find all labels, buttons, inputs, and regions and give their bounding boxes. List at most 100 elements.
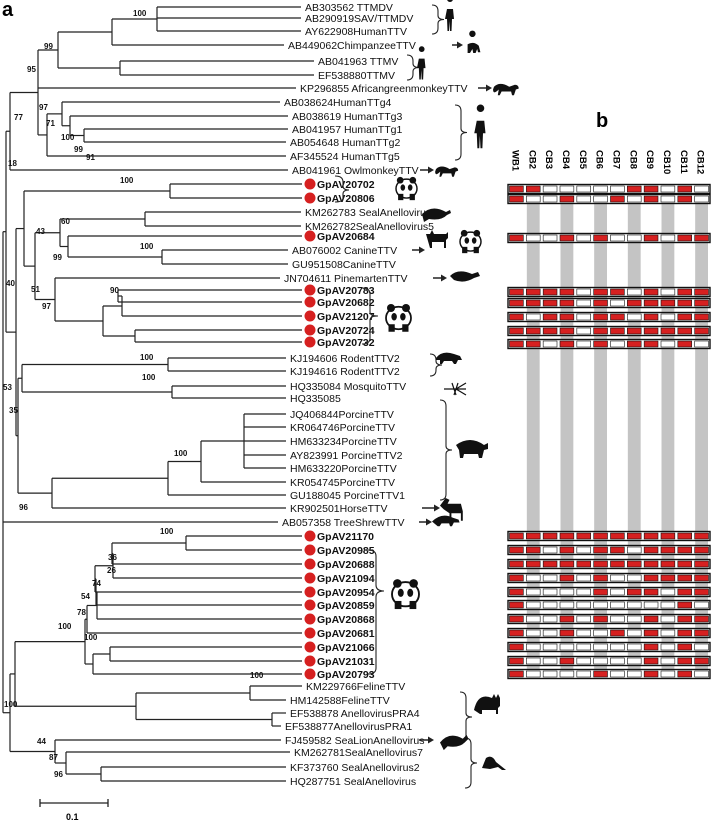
matrix-cell: [576, 588, 591, 596]
bootstrap-value: 100: [142, 373, 156, 382]
matrix-cell: [509, 288, 524, 296]
bootstrap-value: 36: [108, 553, 117, 562]
taxon-label: KJ194606 RodentTTV2: [290, 353, 400, 365]
matrix-cell: [509, 327, 524, 335]
matrix-cell: [643, 288, 659, 296]
matrix-cell: [559, 574, 575, 582]
matrix-cell: [660, 574, 676, 582]
matrix-cell: [593, 313, 608, 321]
matrix-cell: [526, 615, 541, 623]
matrix-cell: [677, 670, 692, 678]
bootstrap-value: 100: [61, 133, 75, 142]
matrix-cell: [576, 340, 591, 348]
matrix-cell: [627, 588, 642, 596]
matrix-row: [507, 311, 711, 323]
bootstrap-value: 91: [86, 153, 95, 162]
bootstrap-value: 100: [58, 622, 72, 631]
bootstrap-value: 96: [19, 503, 28, 512]
matrix-cell: [627, 643, 642, 651]
taxon-label: GpAV20868: [317, 614, 375, 626]
matrix-cell: [677, 574, 692, 582]
taxon-label: AY622908HumanTTV: [305, 26, 407, 38]
bootstrap-value: 35: [9, 406, 18, 415]
bootstrap-value: 54: [81, 592, 90, 601]
bootstrap-value: 78: [77, 608, 86, 617]
matrix-cell: [542, 574, 558, 582]
matrix-cell: [576, 643, 591, 651]
matrix-cell: [542, 615, 558, 623]
bootstrap-value: 100: [160, 527, 174, 536]
matrix-cell: [559, 615, 575, 623]
taxon-label: GU951508CanineTTV: [292, 259, 396, 271]
matrix-cell: [559, 340, 575, 348]
host-arrow-head: [457, 41, 463, 49]
matrix-cell: [694, 546, 709, 554]
matrix-cell: [576, 299, 591, 307]
gpav-dot: [304, 627, 316, 639]
taxon-label: AB054648 HumanTTg2: [290, 137, 400, 149]
matrix-cell: [677, 327, 692, 335]
matrix-cell: [643, 313, 659, 321]
matrix-cell: [509, 546, 524, 554]
primate-icon: [474, 104, 486, 149]
matrix-cell: [526, 657, 541, 665]
matrix-cell: [660, 195, 676, 203]
taxon-label: KR064746PorcineTTV: [290, 422, 395, 434]
matrix-cell: [559, 560, 575, 568]
matrix-row: [507, 599, 711, 611]
matrix-cell: [610, 546, 625, 554]
matrix-row: [507, 297, 711, 309]
bootstrap-value: 100: [174, 449, 188, 458]
matrix-cell: [526, 601, 541, 609]
matrix-cell: [576, 574, 591, 582]
taxon-label: KF373760 SealAnellovirus2: [290, 762, 420, 774]
host-arrow-head: [428, 736, 434, 744]
gpav-dot: [304, 655, 316, 667]
matrix-cell: [559, 234, 575, 242]
matrix-cell: [542, 657, 558, 665]
scale-bar: 0.1: [39, 799, 109, 821]
matrix-cell: [593, 340, 608, 348]
host-bracket: [439, 399, 453, 501]
bootstrap-value: 90: [110, 286, 119, 295]
matrix-cell: [643, 299, 659, 307]
bootstrap-value: 40: [6, 279, 15, 288]
taxon-label: GpAV21031: [317, 656, 375, 668]
matrix-column-header: CB8: [627, 150, 638, 169]
matrix-cell: [593, 643, 608, 651]
host-bracket: [429, 353, 443, 377]
matrix-cell: [627, 195, 642, 203]
matrix-cell: [694, 601, 709, 609]
matrix-cell: [542, 629, 558, 637]
matrix-cell: [526, 560, 541, 568]
matrix-cell: [610, 588, 625, 596]
taxon-label: EF538877AnellovirusPRA1: [285, 721, 412, 733]
taxon-label: HM142588FelineTTV: [290, 695, 390, 707]
host-arrow-head: [434, 504, 440, 512]
sea-lion-icon: [440, 734, 469, 751]
taxon-label: EF538880TTMV: [318, 70, 395, 82]
gpav-dot: [304, 613, 316, 625]
matrix-cell: [660, 588, 676, 596]
matrix-row: [507, 544, 711, 556]
matrix-cell: [677, 532, 692, 540]
matrix-cell: [526, 234, 541, 242]
matrix-cell: [576, 234, 591, 242]
matrix-row: [507, 338, 711, 350]
matrix-cell: [593, 195, 608, 203]
matrix-cell: [559, 546, 575, 554]
host-bracket: [454, 104, 468, 161]
matrix-cell: [694, 185, 709, 193]
bootstrap-value: 74: [92, 579, 101, 588]
matrix-cell: [610, 195, 625, 203]
taxon-label: GpAV21207: [317, 311, 375, 323]
matrix-cell: [610, 615, 625, 623]
matrix-cell: [593, 601, 608, 609]
matrix-cell: [576, 546, 591, 554]
matrix-cell: [526, 313, 541, 321]
bootstrap-value: 77: [14, 113, 23, 122]
taxon-label: FJ459582 SeaLionAnellovirus: [285, 735, 425, 747]
taxon-label: KR902501HorseTTV: [290, 503, 387, 515]
matrix-cell: [643, 601, 659, 609]
